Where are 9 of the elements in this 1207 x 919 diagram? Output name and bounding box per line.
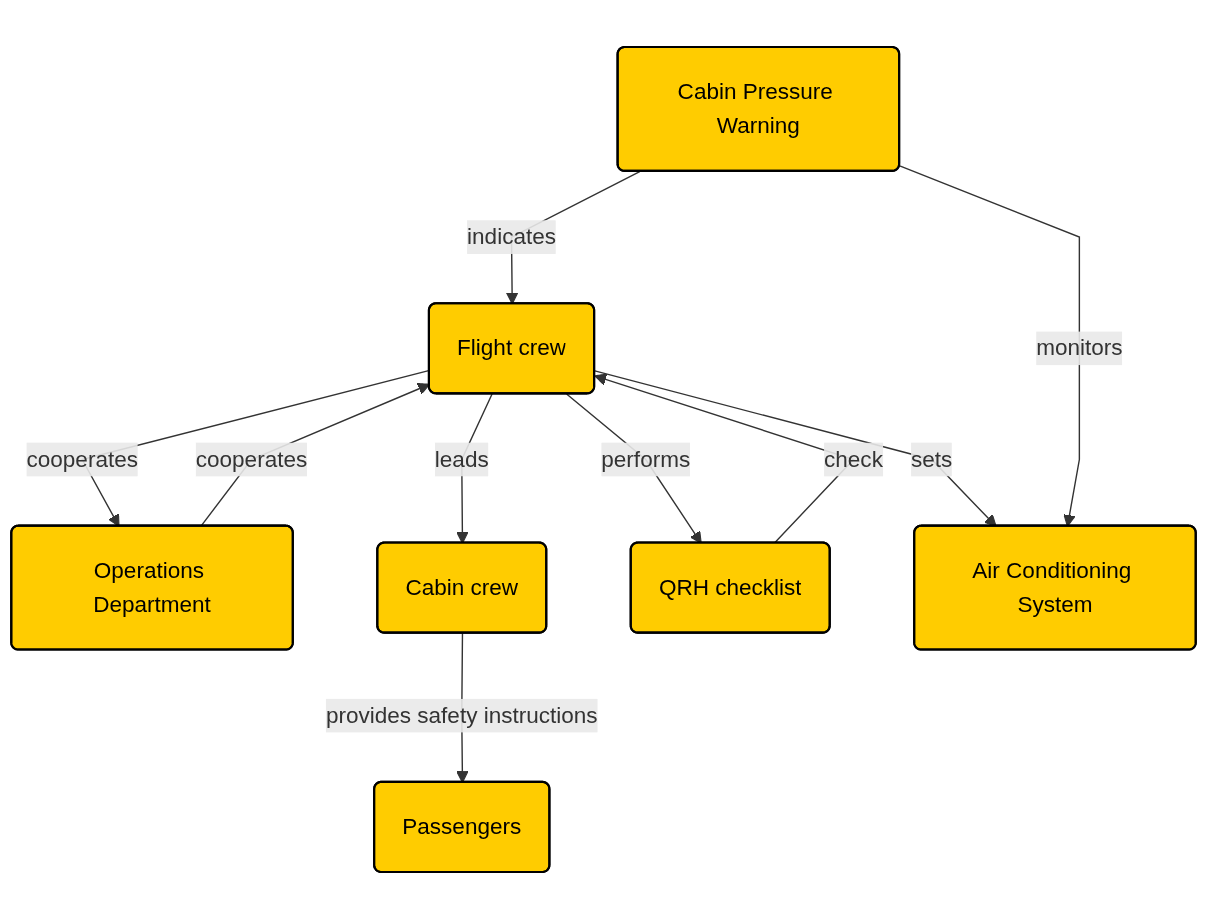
- edge-label: leads: [434, 446, 489, 471]
- edge-label: performs: [601, 446, 691, 471]
- edge-label: cooperates: [26, 446, 138, 471]
- edge-label: sets: [911, 446, 953, 471]
- edge-label: provides safety instructions: [325, 703, 598, 727]
- edge-label: cooperates: [195, 446, 308, 471]
- edge-label: check: [824, 446, 883, 471]
- edge-label: monitors: [1036, 335, 1123, 360]
- edge-label: indicates: [467, 224, 556, 249]
